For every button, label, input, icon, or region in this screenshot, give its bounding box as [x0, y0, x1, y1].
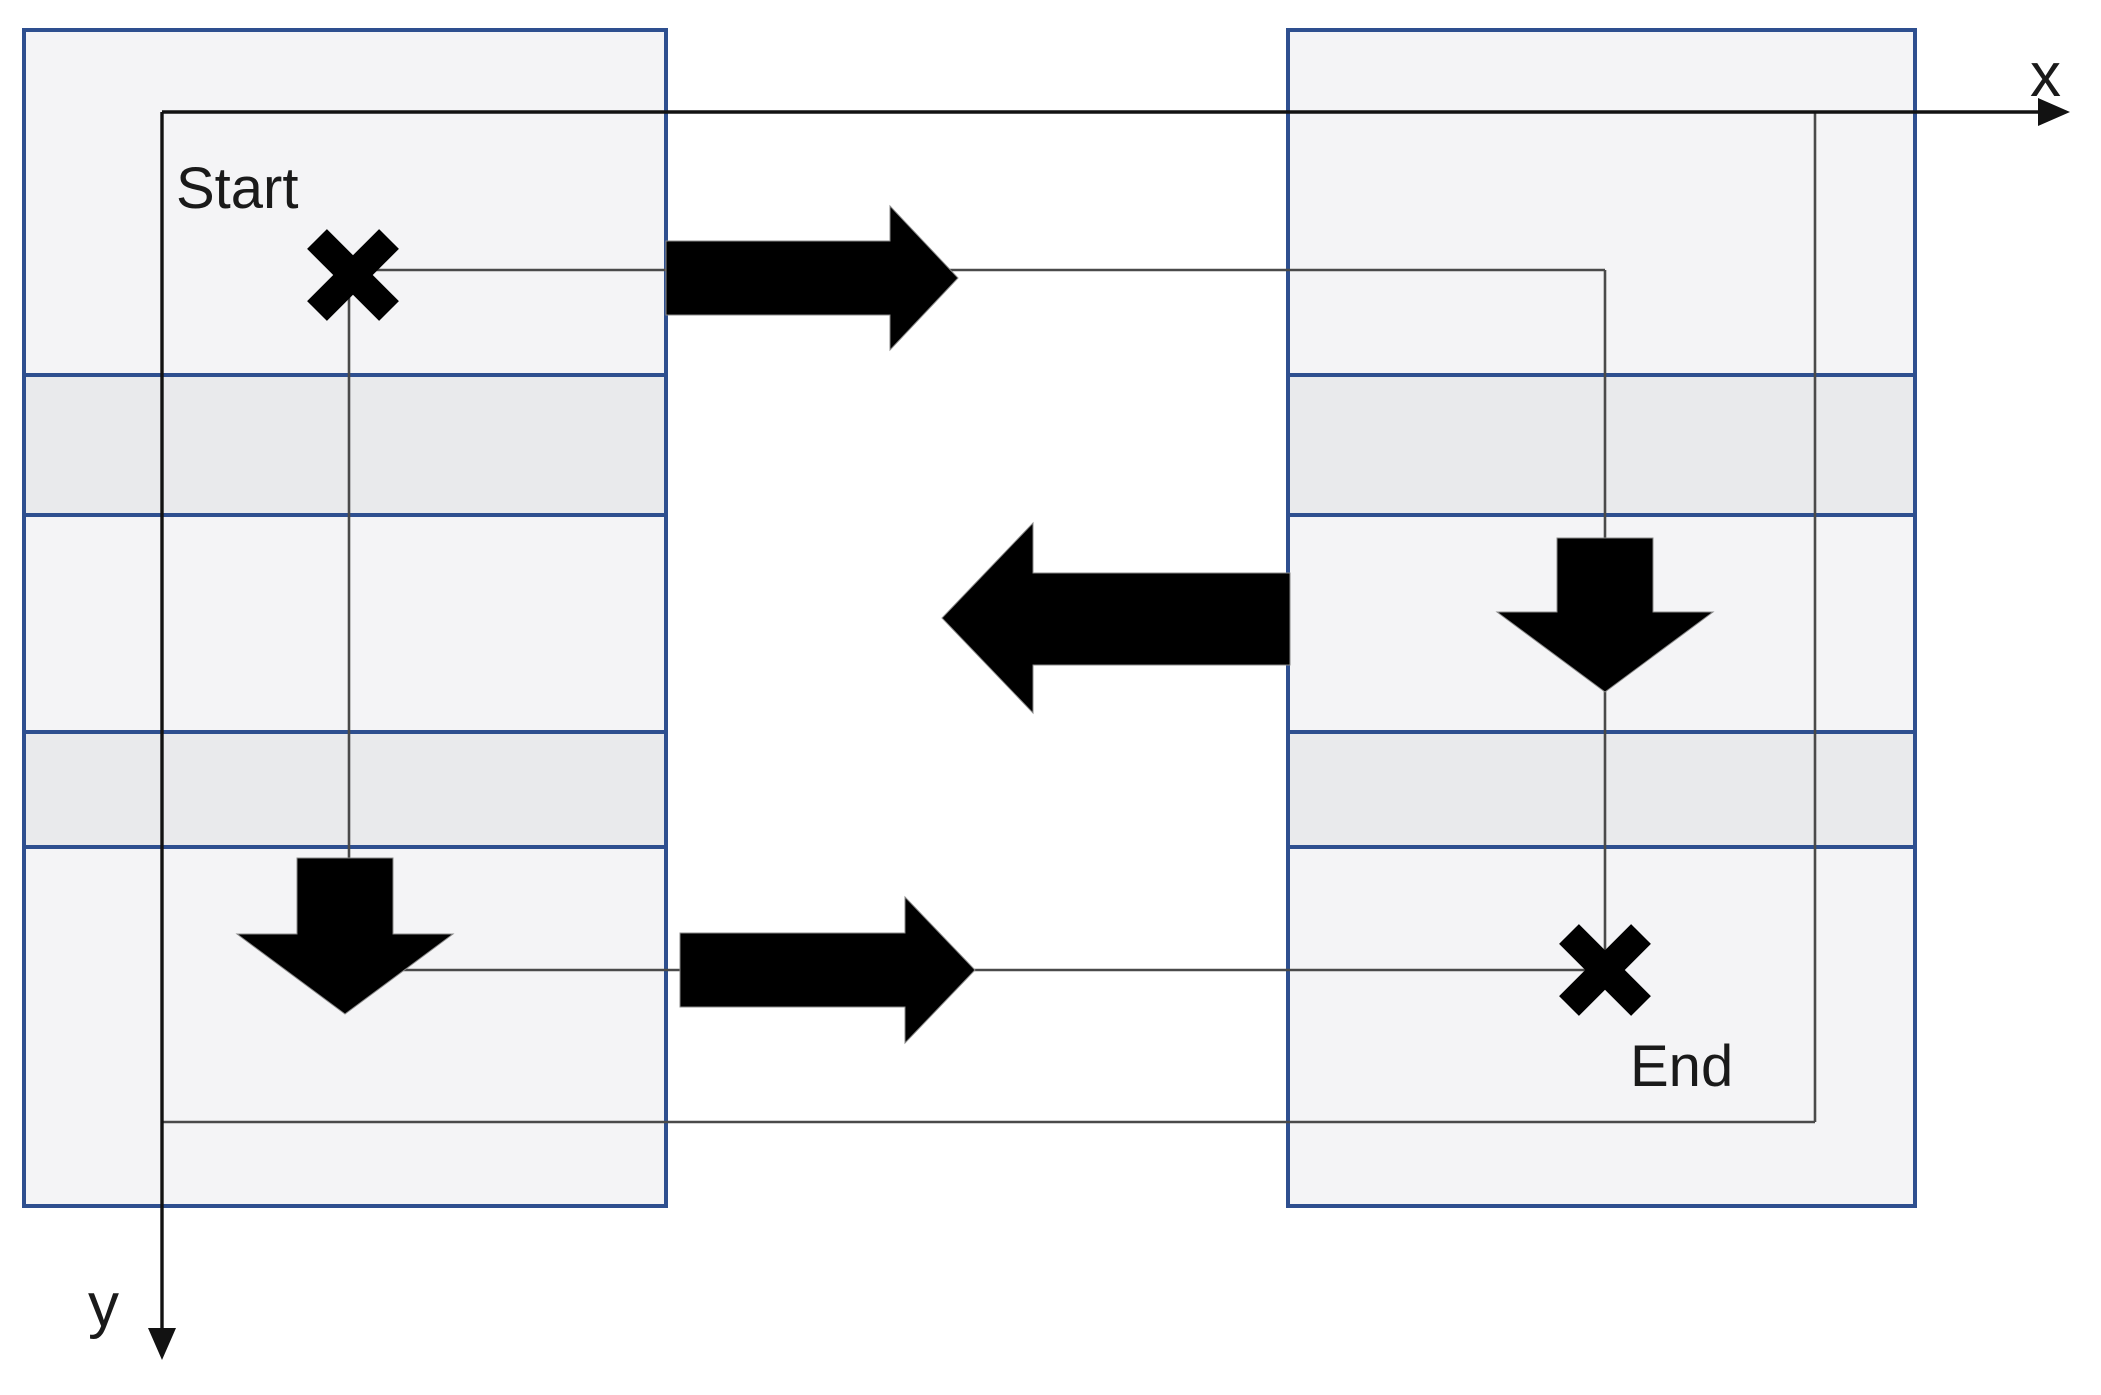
end-label: End: [1630, 1034, 1733, 1099]
x-axis-arrowhead-icon: [2038, 98, 2070, 126]
end-marker-icon: [1559, 924, 1651, 1016]
x-axis-label: x: [2030, 41, 2061, 110]
right-panel-shaded-row-2: [1290, 375, 1913, 515]
move-right-arrow-1-icon: [665, 204, 959, 352]
move-right-arrow-2-icon: [679, 895, 976, 1045]
y-axis-arrowhead-icon: [148, 1328, 176, 1360]
right-panel-shaded-row-4: [1290, 732, 1913, 847]
move-down-arrow-right-panel-icon: [1495, 537, 1715, 693]
start-marker-icon: [307, 229, 399, 321]
left-panel: [22, 28, 668, 1208]
y-axis-label: y: [88, 1271, 119, 1340]
movement-arrows: [235, 204, 1715, 1045]
left-panel-shaded-row-2: [26, 375, 664, 515]
path-trace: [162, 112, 1817, 1124]
move-down-arrow-left-panel-icon: [235, 857, 455, 1015]
start-label: Start: [176, 156, 299, 221]
left-panel-body: [22, 28, 668, 1208]
axes: x y: [88, 41, 2070, 1360]
move-left-arrow-icon: [941, 521, 1291, 715]
left-panel-shaded-row-4: [26, 732, 664, 847]
